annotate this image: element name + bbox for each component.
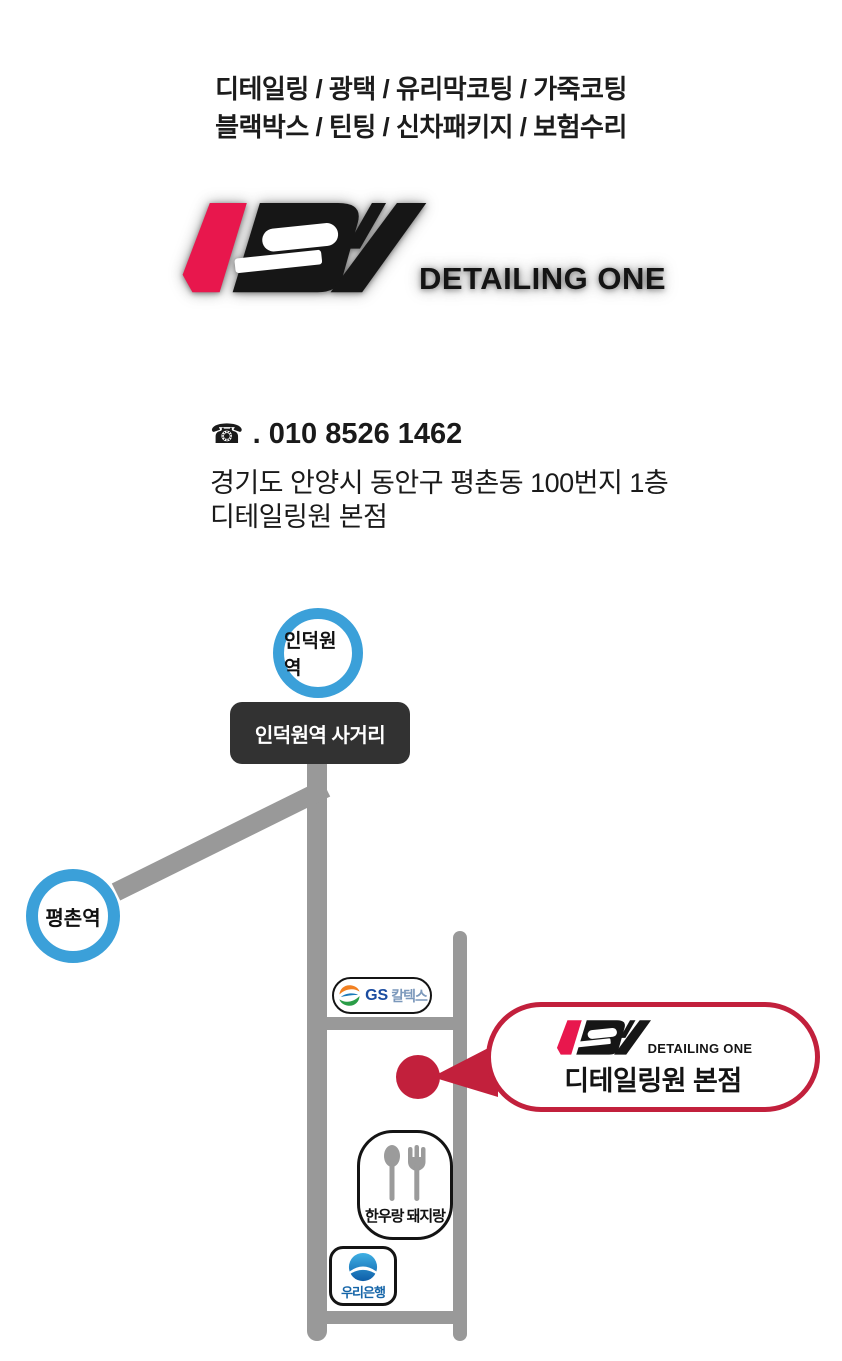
address-line-2: 디테일링원 본점	[210, 502, 388, 532]
dy-logo-icon	[182, 202, 427, 293]
bank-label: 우리은행	[341, 1284, 386, 1300]
road-diagonal	[111, 779, 331, 901]
poi-woori-bank: 우리은행	[329, 1246, 397, 1306]
road-horizontal-upper	[312, 1017, 464, 1030]
restaurant-label: 한우랑 돼지랑	[365, 1208, 446, 1225]
address-block: 경기도 안양시 동안구 평촌동 100번지 1층 디테일링원 본점	[210, 466, 669, 534]
road-vertical-main	[307, 763, 327, 1341]
services-line-1: 디테일링 / 광택 / 유리막코팅 / 가죽코팅	[215, 74, 627, 104]
gs-caltex-logo-icon	[339, 985, 360, 1006]
destination-marker	[396, 1055, 440, 1099]
bubble-tail	[432, 1043, 498, 1097]
phone-number: . 010 8526 1462	[252, 418, 463, 450]
gs-caltex-name: 칼텍스	[391, 987, 428, 1004]
poi-restaurant: 한우랑 돼지랑	[357, 1130, 453, 1240]
services-line-2: 블랙박스 / 틴팅 / 신차패키지 / 보험수리	[215, 112, 627, 142]
bubble-logo: DETAILING ONE	[554, 1016, 753, 1058]
station-indeogwon-label: 인덕원역	[284, 631, 337, 679]
address-line-1: 경기도 안양시 동안구 평촌동 100번지 1층	[210, 468, 669, 498]
station-indeogwon: 인덕원역	[273, 608, 363, 698]
spoon-fork-icon	[384, 1145, 426, 1201]
gs-caltex-brand: GS	[365, 986, 389, 1004]
dy-logo-icon	[556, 1020, 651, 1055]
destination-bubble: DETAILING ONE 디테일링원 본점	[486, 1002, 820, 1112]
brand-wordmark: DETAILING ONE	[419, 261, 667, 296]
bubble-shop-name: 디테일링원 본점	[564, 1066, 742, 1096]
woori-bank-logo-icon	[348, 1252, 378, 1281]
intersection-sign: 인덕원역 사거리	[230, 702, 410, 764]
bubble-brand-wordmark: DETAILING ONE	[647, 1041, 753, 1056]
brand-logo: DETAILING ONE	[175, 192, 666, 301]
road-horizontal-lower	[312, 1311, 464, 1324]
road-vertical-right	[453, 931, 467, 1341]
station-pyeongchon: 평촌역	[26, 869, 120, 963]
intersection-sign-label: 인덕원역 사거리	[254, 724, 386, 747]
services-header: 디테일링 / 광택 / 유리막코팅 / 가죽코팅 블랙박스 / 틴팅 / 신차패…	[0, 70, 842, 146]
phone-row: ☎ . 010 8526 1462	[210, 418, 462, 451]
phone-icon: ☎	[210, 419, 244, 449]
poi-gs-caltex: GS 칼텍스	[332, 977, 432, 1014]
station-pyeongchon-label: 평촌역	[45, 907, 101, 930]
